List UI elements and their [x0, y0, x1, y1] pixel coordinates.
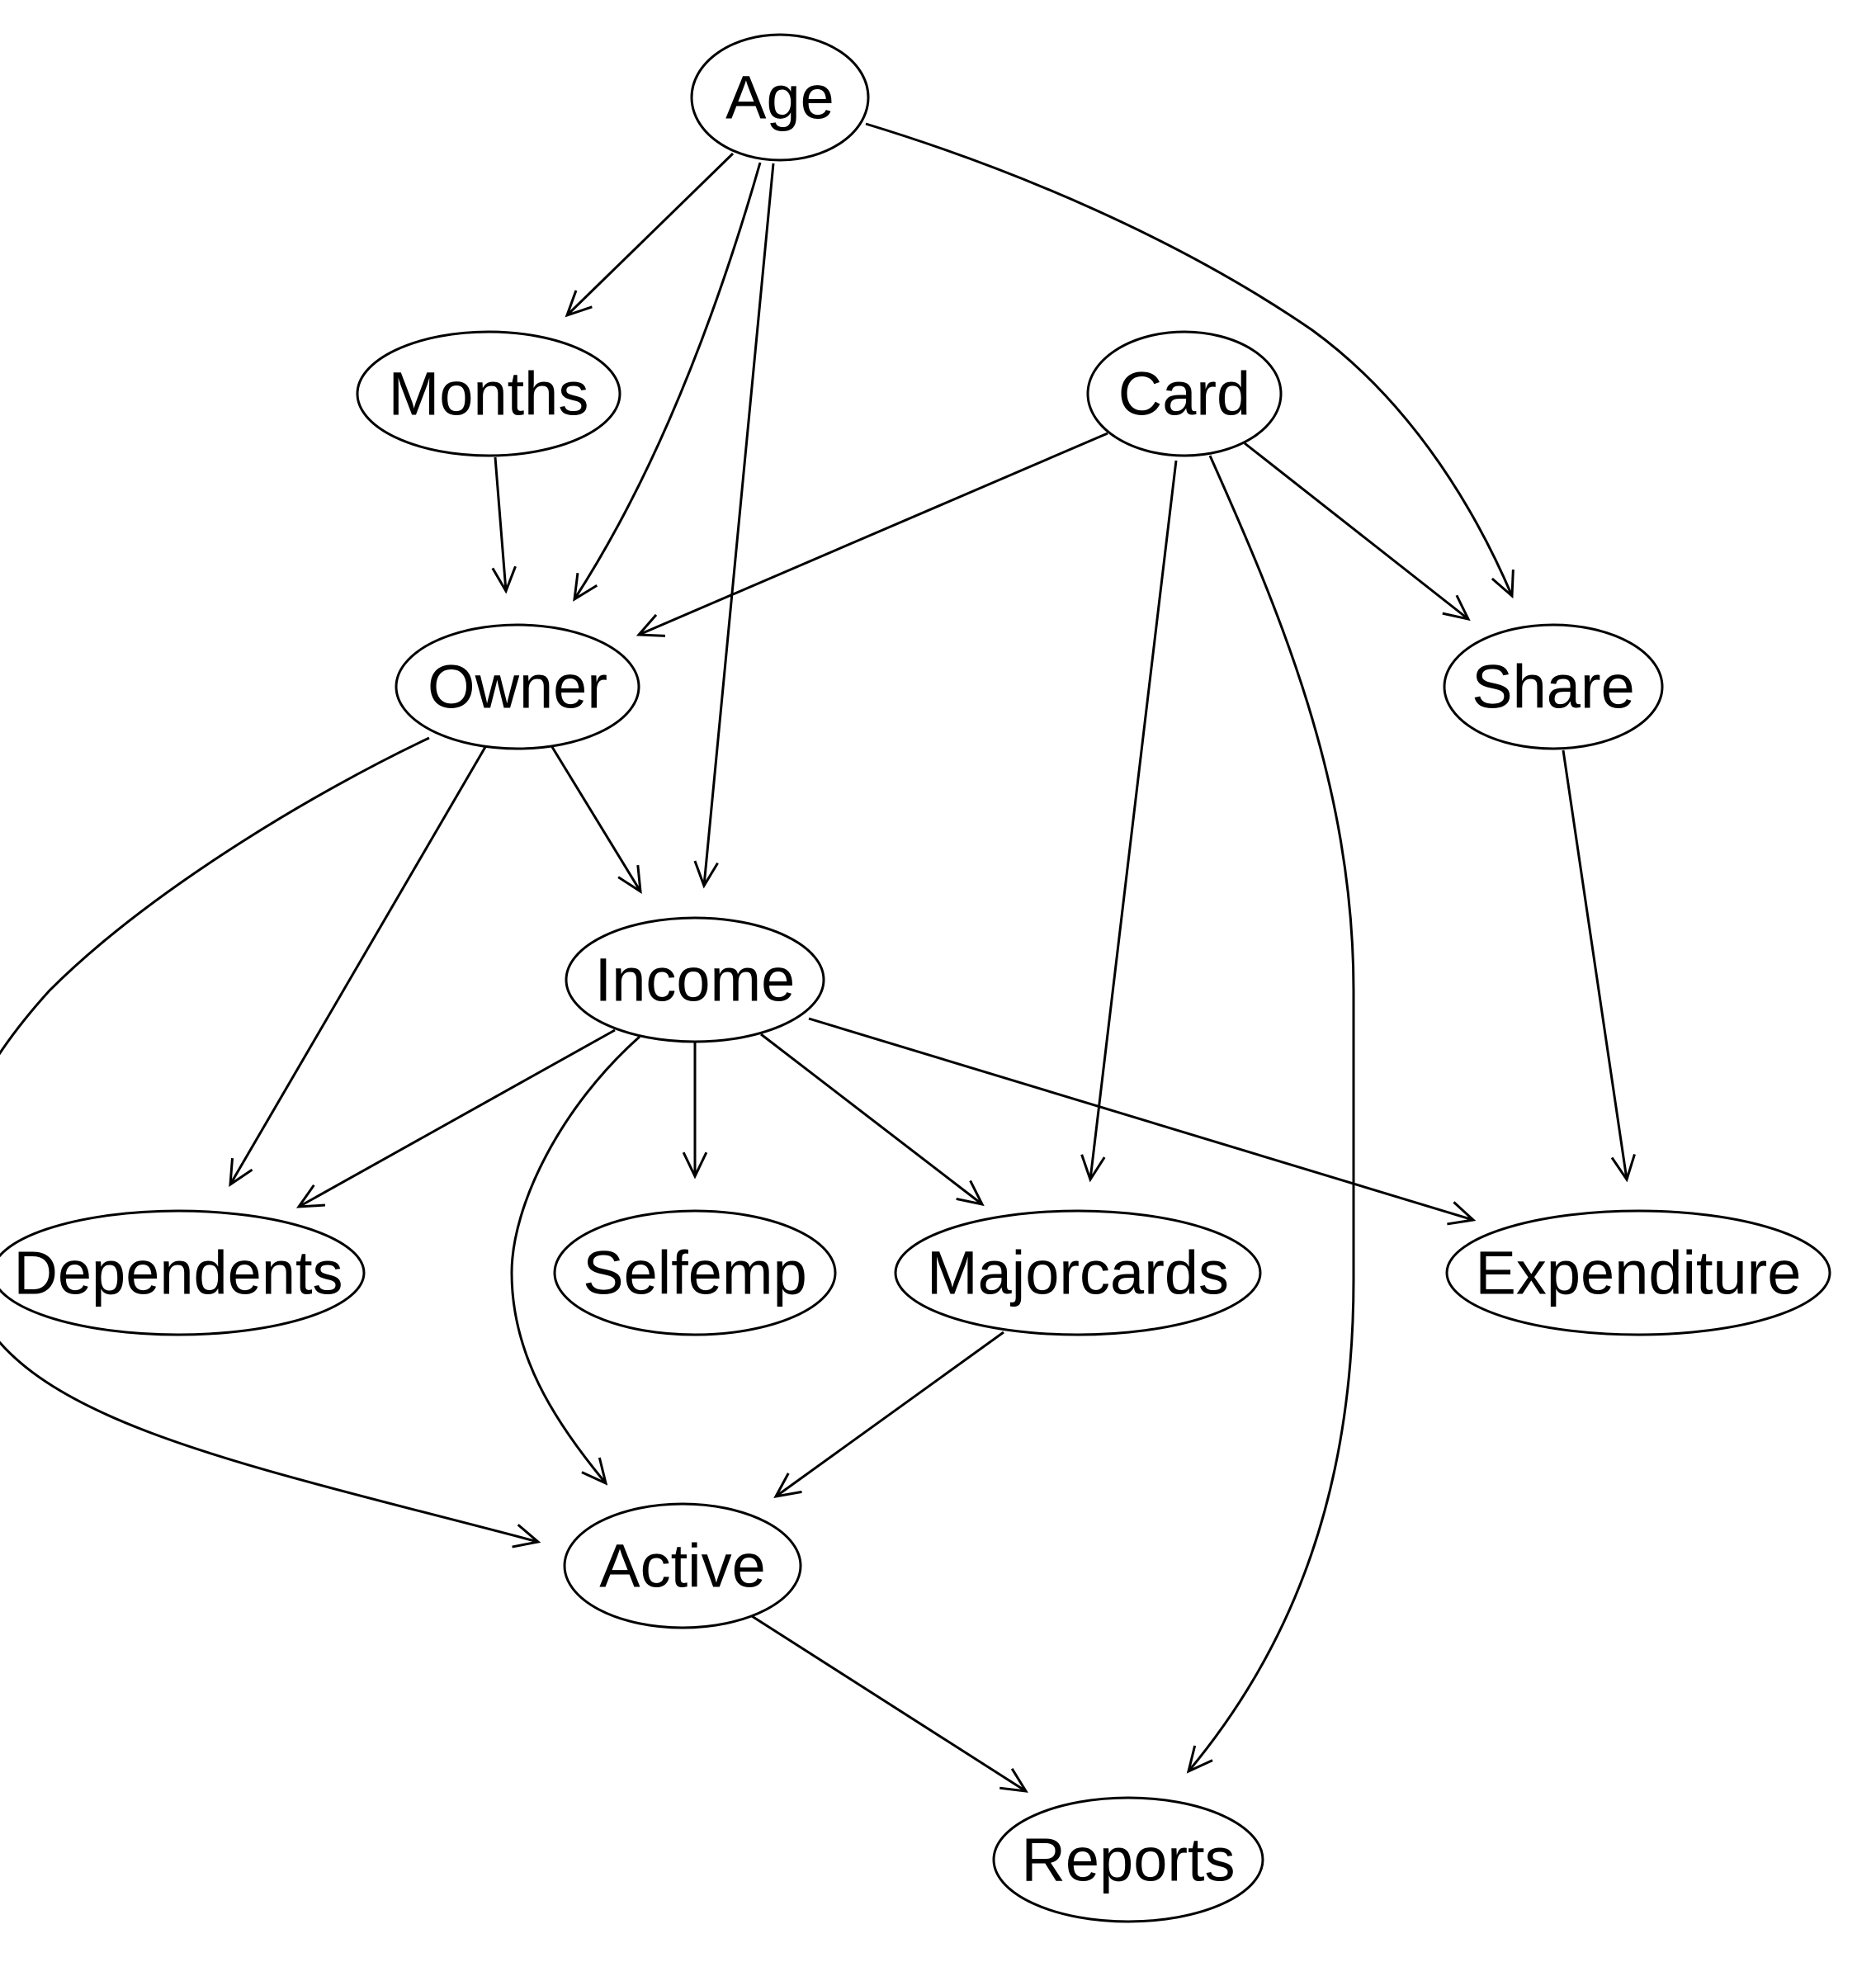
- edge-line-income-active: [510, 1035, 640, 1484]
- edge-line-card-reports: [1187, 455, 1355, 1772]
- arrowhead-owner-dependents: [229, 1157, 253, 1187]
- arrowhead-age-owner: [573, 573, 598, 602]
- edge-age-share: [865, 122, 1515, 599]
- edge-card-majorcards: [1080, 460, 1178, 1183]
- node-income: Income: [565, 916, 825, 1043]
- arrowhead-share-expenditure: [1610, 1154, 1636, 1183]
- node-ellipse-card: [1086, 330, 1283, 457]
- edge-card-share: [1244, 442, 1471, 622]
- arrowhead-card-owner: [636, 613, 666, 637]
- node-ellipse-majorcards: [894, 1209, 1262, 1336]
- edge-line-income-majorcards: [760, 1033, 983, 1206]
- node-ellipse-age: [690, 33, 870, 162]
- node-label-income: Income: [595, 946, 796, 1014]
- arrowhead-card-majorcards: [1080, 1154, 1106, 1183]
- edge-line-income-expenditure: [808, 1017, 1474, 1222]
- arrowhead-owner-active: [512, 1524, 541, 1548]
- node-label-selfemp: Selfemp: [583, 1239, 806, 1307]
- node-label-majorcards: Majorcards: [927, 1239, 1229, 1307]
- edge-card-owner: [636, 432, 1108, 637]
- node-expenditure: Expenditure: [1445, 1209, 1831, 1336]
- edge-age-months: [565, 152, 735, 318]
- node-label-card: Card: [1118, 360, 1250, 428]
- node-ellipse-income: [565, 916, 825, 1043]
- arrowhead-age-share: [1491, 569, 1515, 599]
- node-label-months: Months: [389, 360, 589, 428]
- node-label-age: Age: [725, 64, 834, 132]
- edge-line-active-reports: [751, 1615, 1027, 1793]
- edge-line-age-income: [702, 163, 775, 886]
- node-label-expenditure: Expenditure: [1476, 1239, 1802, 1307]
- arrowhead-owner-income: [617, 865, 642, 894]
- edge-line-share-expenditure: [1562, 749, 1628, 1180]
- edge-owner-income: [551, 746, 642, 894]
- node-label-active: Active: [599, 1532, 766, 1600]
- node-label-reports: Reports: [1021, 1826, 1235, 1894]
- edge-income-majorcards: [760, 1033, 985, 1207]
- edge-months-owner: [491, 456, 517, 594]
- edge-income-active: [510, 1035, 640, 1486]
- node-ellipse-dependents: [0, 1209, 366, 1336]
- edge-line-age-owner: [573, 162, 762, 600]
- node-label-dependents: Dependents: [13, 1239, 343, 1307]
- edge-line-card-share: [1244, 442, 1469, 621]
- node-majorcards: Majorcards: [894, 1209, 1262, 1336]
- arrowhead-card-share: [1442, 594, 1471, 622]
- node-ellipse-active: [563, 1502, 802, 1629]
- arrowhead-majorcards-active: [773, 1473, 802, 1499]
- node-dependents: Dependents: [0, 1209, 366, 1336]
- node-ellipse-owner: [395, 623, 640, 750]
- edge-line-income-dependents: [298, 1028, 616, 1208]
- edge-line-months-owner: [494, 456, 508, 592]
- edge-line-majorcards-active: [775, 1331, 1004, 1498]
- node-ellipse-selfemp: [553, 1209, 837, 1336]
- node-ellipse-reports: [992, 1796, 1264, 1923]
- node-ellipse-months: [356, 330, 621, 457]
- edge-line-owner-active: [0, 736, 539, 1544]
- edge-income-selfemp: [682, 1042, 708, 1180]
- edges-layer: [0, 122, 1636, 1793]
- edge-majorcards-active: [773, 1331, 1004, 1499]
- node-active: Active: [563, 1502, 802, 1629]
- edge-share-expenditure: [1562, 749, 1636, 1183]
- arrowhead-age-months: [565, 290, 593, 318]
- node-owner: Owner: [395, 623, 640, 750]
- arrowhead-income-expenditure: [1447, 1201, 1477, 1226]
- arrowhead-card-reports: [1186, 1745, 1213, 1774]
- edge-line-owner-income: [551, 746, 642, 892]
- edge-card-reports: [1186, 455, 1355, 1774]
- node-months: Months: [356, 330, 621, 457]
- node-age: Age: [690, 33, 870, 162]
- edge-age-income: [693, 163, 775, 889]
- arrowhead-income-dependents: [295, 1184, 326, 1208]
- edge-owner-active: [0, 736, 541, 1548]
- edge-income-dependents: [295, 1028, 616, 1208]
- edge-owner-dependents: [229, 746, 487, 1187]
- edge-line-age-share: [865, 122, 1514, 597]
- arrowhead-income-selfemp: [682, 1151, 708, 1180]
- edge-line-age-months: [565, 152, 735, 317]
- arrowhead-age-income: [693, 860, 719, 889]
- arrowhead-months-owner: [491, 565, 517, 594]
- arrowhead-income-majorcards: [956, 1180, 985, 1207]
- node-label-share: Share: [1472, 653, 1634, 721]
- arrowhead-active-reports: [999, 1767, 1028, 1793]
- edge-line-owner-dependents: [229, 746, 487, 1185]
- node-ellipse-expenditure: [1445, 1209, 1831, 1336]
- arrowhead-income-active: [581, 1457, 608, 1486]
- edge-line-card-majorcards: [1089, 460, 1178, 1180]
- edge-age-owner: [573, 162, 762, 602]
- node-card: Card: [1086, 330, 1283, 457]
- edge-line-card-owner: [638, 432, 1108, 636]
- edge-income-expenditure: [808, 1017, 1477, 1226]
- node-selfemp: Selfemp: [553, 1209, 837, 1336]
- node-label-owner: Owner: [428, 653, 607, 721]
- node-ellipse-share: [1443, 623, 1664, 750]
- edge-active-reports: [751, 1615, 1028, 1793]
- node-share: Share: [1443, 623, 1664, 750]
- node-reports: Reports: [992, 1796, 1264, 1923]
